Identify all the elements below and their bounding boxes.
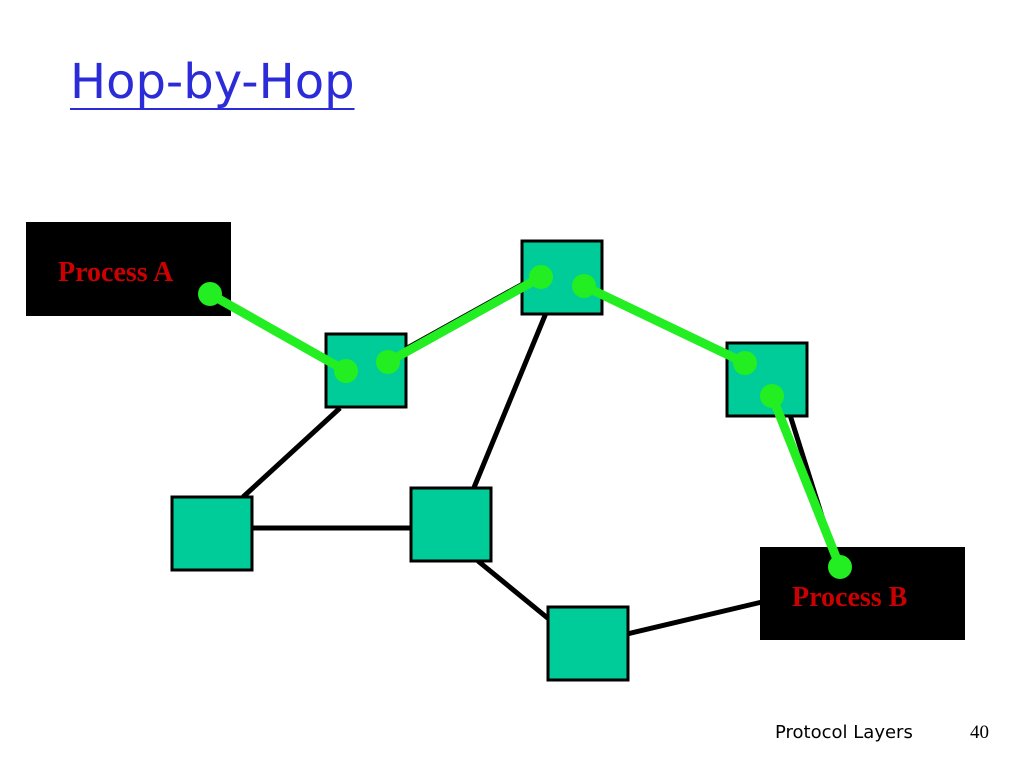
hop-dot-n2-in	[529, 265, 553, 289]
hop-dot-n1-in	[334, 359, 358, 383]
hop-dot-n6-in	[733, 351, 757, 375]
hop-dot-process-a	[198, 282, 222, 306]
process-b-box: Process B	[760, 547, 965, 640]
link-n2-n4	[470, 312, 549, 491]
process-b-background	[760, 547, 965, 640]
link-n1-n3	[241, 406, 342, 499]
router-node-5	[546, 605, 630, 682]
router-node-3	[170, 495, 254, 572]
hop-segment-4	[767, 391, 845, 572]
link-n5-process-b	[626, 599, 763, 637]
hop-endpoints	[198, 265, 852, 579]
hop-dot-n2-out	[572, 274, 596, 298]
hop-segment-2	[383, 272, 546, 367]
process-a-label: Process A	[58, 257, 174, 288]
process-a-box: Process A	[26, 222, 231, 316]
hop-dot-n1-out	[376, 350, 400, 374]
footer-title: Protocol Layers	[775, 722, 913, 743]
hop-path	[205, 272, 845, 572]
slide-title: Hop-by-Hop	[70, 54, 355, 110]
hop-dot-process-b	[828, 555, 852, 579]
process-a-background	[26, 222, 231, 316]
hop-segment-1	[205, 289, 351, 376]
router-node-4	[409, 486, 493, 563]
process-b-label: Process B	[792, 582, 907, 613]
page-number: 40	[970, 722, 989, 743]
hop-dot-n6-out	[760, 384, 784, 408]
link-n4-n5	[476, 559, 552, 622]
hop-segment-3	[579, 281, 750, 368]
